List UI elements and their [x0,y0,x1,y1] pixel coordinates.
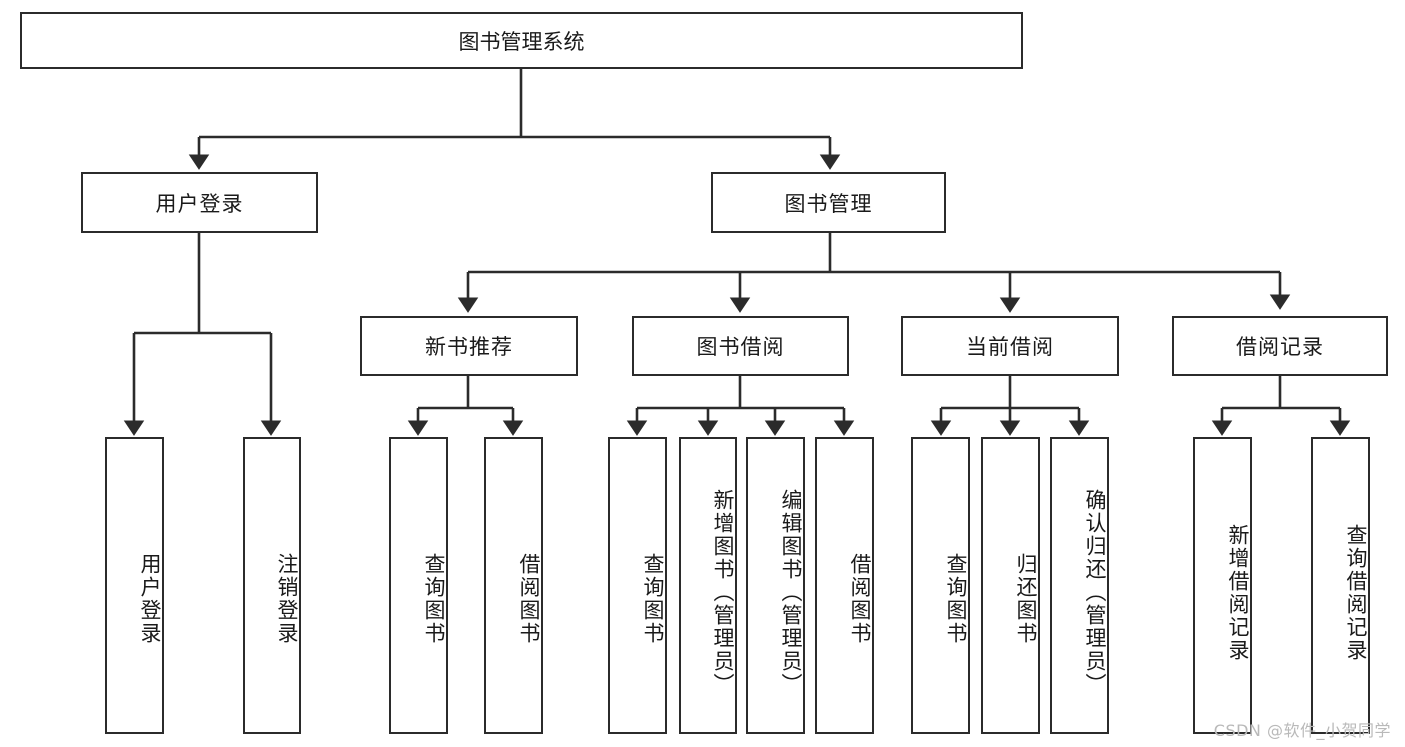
leaf-current-confirm-return-admin[interactable]: 确认归还（管理员） [1050,437,1109,734]
node-book-borrow[interactable]: 图书借阅 [632,316,849,376]
leaf-recommend-borrow-book[interactable]: 借阅图书 [484,437,543,734]
node-user-login[interactable]: 用户登录 [81,172,318,233]
node-book-management[interactable]: 图书管理 [711,172,946,233]
leaf-borrow-query-book[interactable]: 查询图书 [608,437,667,734]
leaf-recommend-query-book[interactable]: 查询图书 [389,437,448,734]
leaf-borrow-borrow-book[interactable]: 借阅图书 [815,437,874,734]
node-borrow-record[interactable]: 借阅记录 [1172,316,1388,376]
leaf-borrow-add-book-admin[interactable]: 新增图书（管理员） [679,437,737,734]
leaf-user-login-login[interactable]: 用户登录 [105,437,164,734]
node-new-book-recommend[interactable]: 新书推荐 [360,316,578,376]
node-current-borrow[interactable]: 当前借阅 [901,316,1119,376]
leaf-user-login-logout[interactable]: 注销登录 [243,437,301,734]
leaf-record-query-record[interactable]: 查询借阅记录 [1311,437,1370,734]
leaf-borrow-edit-book-admin[interactable]: 编辑图书（管理员） [746,437,805,734]
leaf-current-query-book[interactable]: 查询图书 [911,437,970,734]
leaf-current-return-book[interactable]: 归还图书 [981,437,1040,734]
leaf-record-add-record[interactable]: 新增借阅记录 [1193,437,1252,734]
node-root-system[interactable]: 图书管理系统 [20,12,1023,69]
watermark-text: CSDN @软件_小贺同学 [1213,721,1391,740]
